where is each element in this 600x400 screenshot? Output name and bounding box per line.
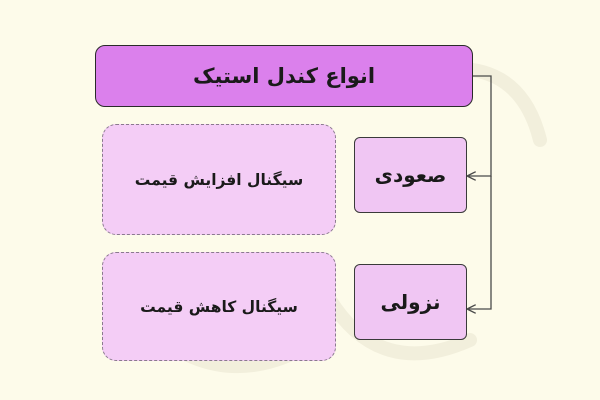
category-box-bearish: نزولی — [354, 264, 467, 340]
connector-down — [468, 176, 492, 309]
diagram-title-text: انواع کندل استیک — [192, 64, 376, 88]
description-box-bullish: سیگنال افزایش قیمت — [102, 124, 336, 235]
description-text-bullish: سیگنال افزایش قیمت — [134, 170, 304, 189]
diagram-title: انواع کندل استیک — [95, 45, 473, 107]
connector-up — [468, 75, 492, 176]
description-box-bearish: سیگنال کاهش قیمت — [102, 252, 336, 361]
category-label-bullish: صعودی — [374, 163, 447, 187]
category-label-bearish: نزولی — [380, 290, 441, 314]
description-text-bearish: سیگنال کاهش قیمت — [140, 297, 298, 316]
category-box-bullish: صعودی — [354, 137, 467, 213]
